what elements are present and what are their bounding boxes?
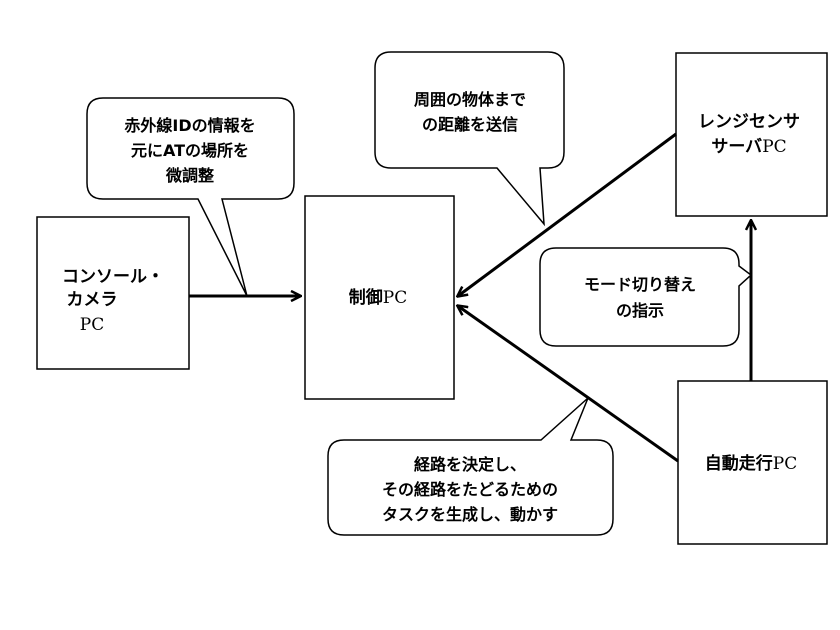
distance-bubble-line1: 周囲の物体まで [414, 90, 526, 109]
console-camera-pc-box [36, 216, 190, 370]
mode-switch-bubble [539, 247, 753, 347]
distance-bubble [374, 51, 565, 227]
console-camera-line2: カメラ [67, 290, 118, 310]
console-camera-line1: コンソール・ [62, 267, 164, 287]
mode-switch-bubble-line2: の指示 [616, 301, 664, 320]
auto-drive-pc-label: 自動走行PC [705, 453, 797, 474]
range-sensor-server-pc-box [675, 52, 828, 217]
distance-bubble-line2: の距離を送信 [422, 115, 518, 134]
route-task-bubble [327, 397, 614, 536]
control-pc-label-pc: PC [383, 288, 407, 308]
range-sensor-line1: レンジセンサ [698, 112, 800, 132]
range-sensor-line2-pc: PC [762, 137, 786, 157]
control-pc-label: 制御PC [349, 287, 407, 308]
infrared-id-bubble [86, 97, 295, 297]
arrow-auto-to-control [458, 306, 679, 463]
route-bubble-line2: その経路をたどるための [382, 480, 558, 499]
mode-switch-bubble-line1: モード切り替え [584, 275, 696, 294]
range-sensor-line2-ja: サーバ [711, 137, 762, 157]
infrared-bubble-line2: 元にATの場所を [131, 141, 249, 160]
auto-drive-pc-label-pc: PC [773, 454, 797, 474]
console-camera-line3: PC [80, 315, 104, 335]
infrared-bubble-line1: 赤外線IDの情報を [124, 116, 255, 135]
route-bubble-line1: 経路を決定し、 [414, 455, 526, 474]
auto-drive-pc-label-ja: 自動走行 [705, 453, 773, 474]
range-sensor-line2: サーバPC [711, 137, 786, 157]
infrared-bubble-line3: 微調整 [165, 166, 214, 185]
control-pc-label-ja: 制御 [349, 287, 383, 308]
arrow-range-to-control [458, 132, 677, 296]
control-pc-box [304, 195, 455, 400]
route-bubble-line3: タスクを生成し、動かす [382, 505, 558, 524]
